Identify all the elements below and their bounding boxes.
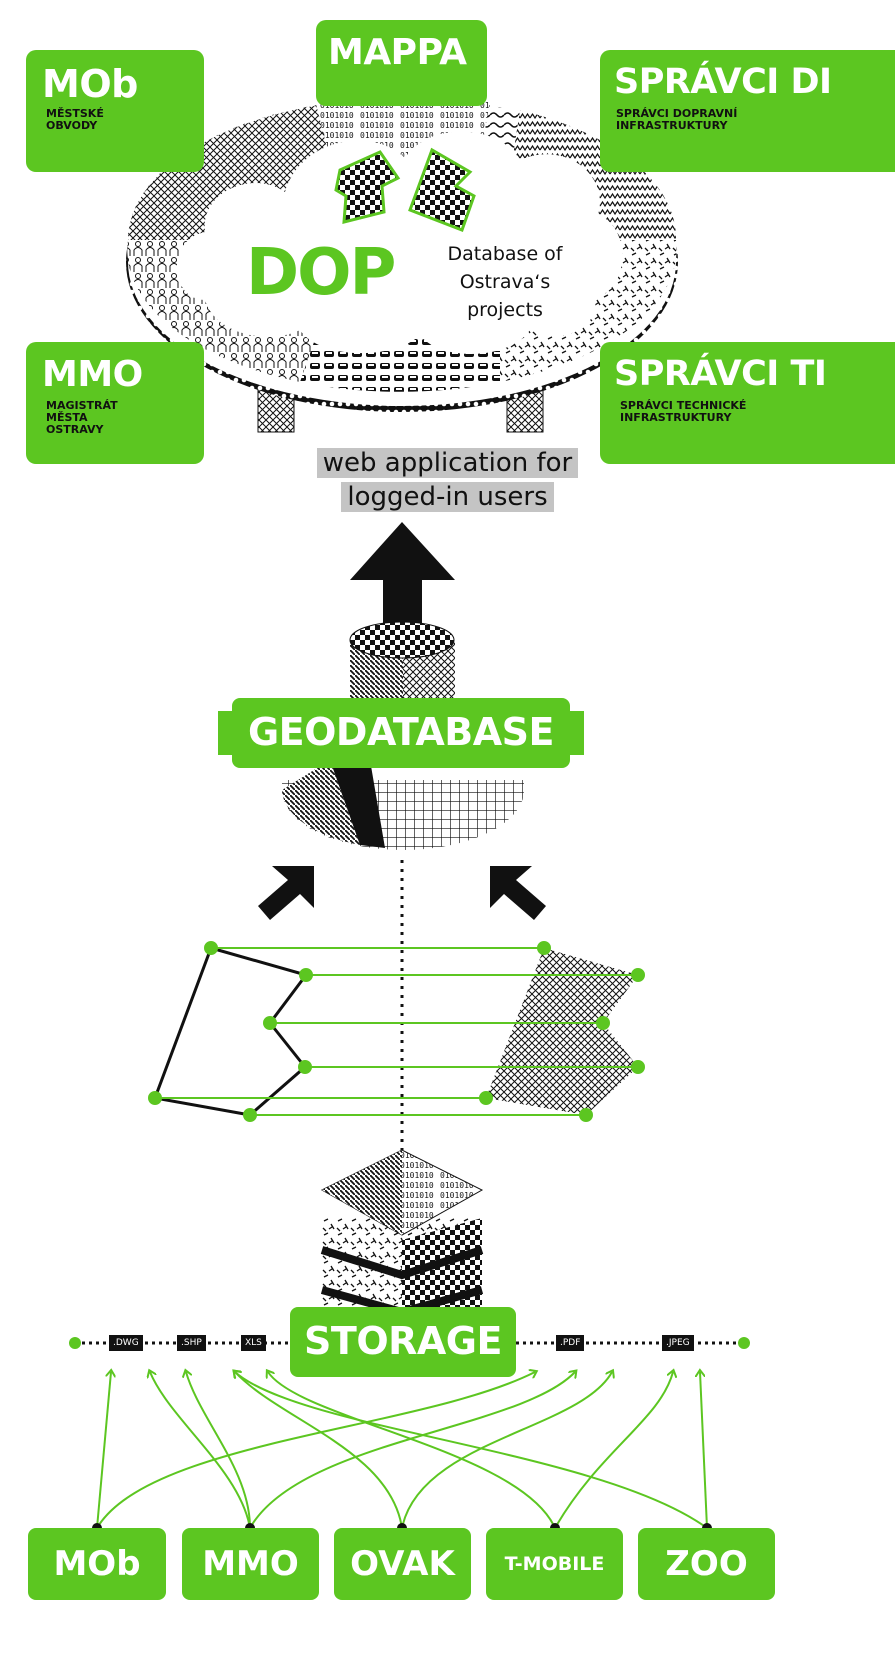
dop-caption-line2: Ostrava‘s (459, 271, 551, 293)
dop-title: DOP (246, 236, 396, 310)
source-ovak: OVAK (334, 1528, 471, 1600)
node-mmo: MMO MAGISTRÁT MĚSTA OSTRAVY (26, 342, 204, 464)
node-spravci-ti-title: SPRÁVCI TI (614, 354, 827, 394)
format-dwg: .DWG (109, 1335, 143, 1351)
format-jpeg: .JPEG (662, 1335, 694, 1351)
node-mob-title: MOb (42, 62, 138, 106)
node-spravci-di-subtitle: SPRÁVCI DOPRAVNÍ INFRASTRUKTURY (616, 107, 738, 132)
web-app-line2: logged-in users (341, 482, 554, 512)
source-t-mobile: T-MOBILE (486, 1528, 623, 1600)
dop-caption-line3: projects (467, 299, 543, 321)
arrow-up-right-icon (258, 866, 314, 920)
storage-line (69, 1337, 750, 1349)
source-t-mobile-label: T-MOBILE (504, 1553, 605, 1575)
node-spravci-di-title: SPRÁVCI DI (614, 62, 832, 102)
vector-polygon (152, 946, 309, 1117)
node-mmo-subtitle: MAGISTRÁT MĚSTA OSTRAVY (46, 399, 118, 436)
vector-raster-links (148, 941, 645, 1122)
node-mappa-title: MAPPA (328, 32, 467, 73)
node-mob-subtitle: MĚSTSKÉ OBVODY (46, 107, 104, 132)
source-mmo: MMO (182, 1528, 319, 1600)
dop-caption-line1: Database of (447, 243, 563, 265)
raster-polygon (486, 948, 638, 1115)
node-spravci-di: SPRÁVCI DI SPRÁVCI DOPRAVNÍ INFRASTRUKTU… (600, 50, 895, 172)
source-arrows (96, 1372, 708, 1529)
node-spravci-ti: SPRÁVCI TI SPRÁVCI TECHNICKÉ INFRASTRUKT… (600, 342, 895, 464)
web-app-line1: web application for (316, 448, 579, 478)
storage-label: STORAGE (304, 1319, 502, 1363)
geodatabase-label-box: GEODATABASE (218, 698, 584, 768)
dop-platform (126, 96, 678, 433)
upload-arrow-icon (350, 522, 455, 640)
node-mmo-title: MMO (42, 354, 143, 395)
storage-label-box: STORAGE (290, 1307, 516, 1377)
format-pdf: .PDF (556, 1335, 585, 1351)
node-mappa: MAPPA (316, 20, 487, 106)
source-zoo: ZOO (638, 1528, 775, 1600)
source-mob: MOb (28, 1528, 166, 1600)
node-mob: MOb MĚSTSKÉ OBVODY (26, 50, 204, 172)
storage-server-icon (320, 1149, 484, 1320)
web-app-caption: web application for logged-in users (215, 446, 680, 514)
format-shp: .SHP (177, 1335, 206, 1351)
geodatabase-label: GEODATABASE (247, 710, 555, 754)
format-xls: XLS (241, 1335, 266, 1351)
source-zoo-label: ZOO (665, 1544, 748, 1584)
source-mob-label: MOb (53, 1544, 141, 1584)
geodatabase-cylinder (282, 621, 524, 850)
source-mmo-label: MMO (202, 1544, 299, 1584)
node-spravci-ti-subtitle: SPRÁVCI TECHNICKÉ INFRASTRUKTURY (620, 399, 747, 424)
arrow-up-left-icon (490, 866, 546, 920)
source-ovak-label: OVAK (350, 1544, 455, 1584)
dop-caption: Database of Ostrava‘s projects (432, 240, 578, 324)
